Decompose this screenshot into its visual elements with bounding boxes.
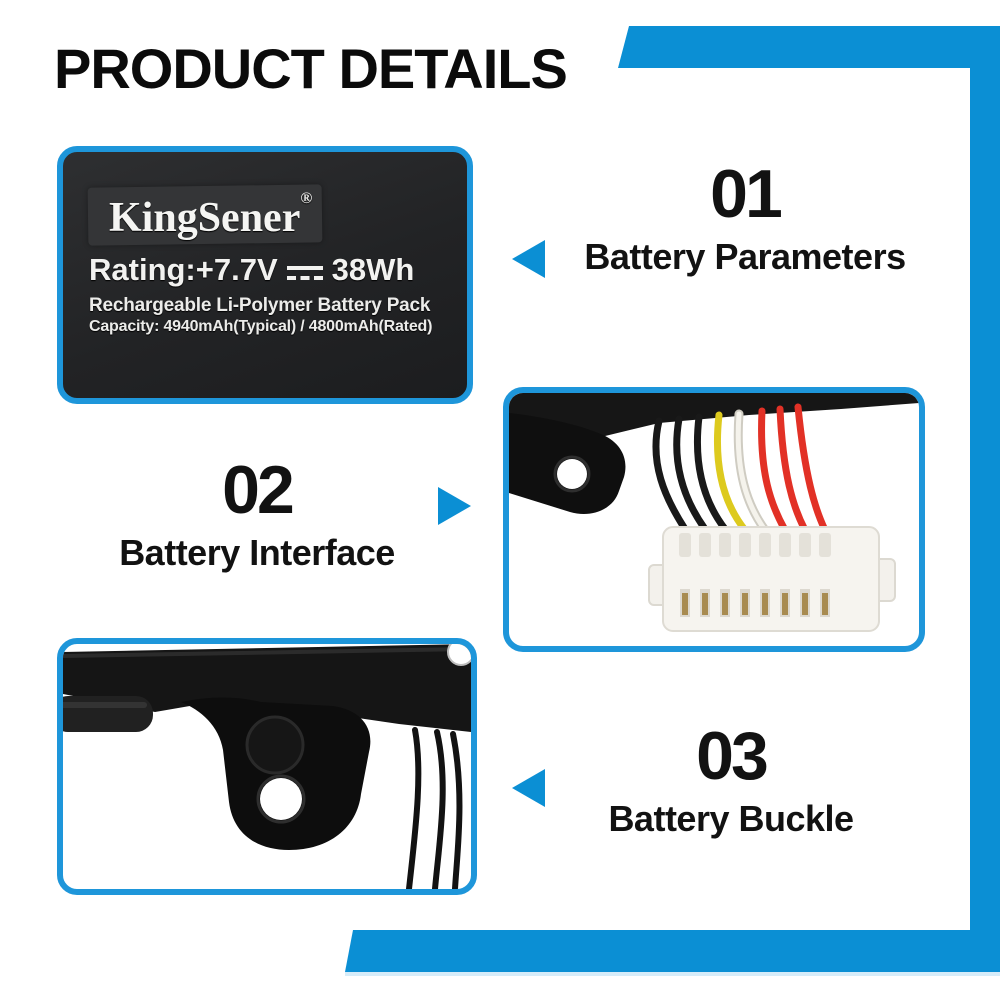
connector-wire-slots <box>679 533 831 557</box>
rating-line: Rating:+7.7V 38Wh <box>89 252 414 288</box>
brand-name: KingSener <box>109 195 301 241</box>
black-wire <box>652 417 689 533</box>
red-wire <box>776 405 809 534</box>
black-wire <box>432 729 446 889</box>
battery-edge-shape <box>63 644 471 732</box>
section-number: 03 <box>696 718 769 794</box>
rating-energy-text: 38Wh <box>331 252 415 287</box>
arrow-left-icon <box>512 240 545 278</box>
ribbon-bottom-bar <box>345 930 1000 972</box>
red-wire <box>758 407 789 534</box>
battery-mounting-buckle-photo <box>57 638 477 895</box>
section-battery-interface: 02 Battery Interface <box>92 456 422 574</box>
section-label: Battery Parameters <box>584 236 906 277</box>
black-wire <box>406 727 422 889</box>
connector-body <box>648 526 896 632</box>
ribbon-right-bar <box>970 60 1000 972</box>
connector-gold-pins <box>682 593 828 615</box>
direct-current-icon <box>286 266 323 280</box>
dc-solid-bar <box>286 266 323 270</box>
section-number: 02 <box>222 452 295 528</box>
section-label: Battery Buckle <box>608 798 854 839</box>
yellow-wire <box>713 411 749 534</box>
ribbon-top-bar <box>618 26 1000 68</box>
rating-voltage-text: Rating:+7.7V <box>89 252 278 287</box>
battery-connector-wires-photo <box>503 387 925 652</box>
arrow-left-icon <box>512 769 545 807</box>
dc-dashed-bar <box>286 276 323 280</box>
page-title: PRODUCT DETAILS <box>54 37 568 100</box>
section-label: Battery Interface <box>119 532 395 573</box>
section-battery-buckle: 03 Battery Buckle <box>550 722 912 840</box>
connector-illustration <box>509 393 919 632</box>
registered-trademark-icon: ® <box>300 190 313 207</box>
section-number: 01 <box>710 156 783 232</box>
wire-bundle <box>406 727 463 889</box>
arrow-right-icon <box>438 487 471 525</box>
buckle-tab-shape <box>181 697 371 850</box>
wire-bundle <box>652 403 829 535</box>
brand-logo: KingSener® <box>109 190 313 242</box>
black-wire <box>693 413 729 533</box>
battery-type-line: Rechargeable Li-Polymer Battery Pack <box>89 295 431 316</box>
black-wire <box>450 731 463 889</box>
red-wire <box>794 403 829 534</box>
battery-rating-label-photo: KingSener® Rating:+7.7V 38Wh Rechargeabl… <box>57 146 473 404</box>
black-wire <box>673 415 709 533</box>
ribbon-bottom-highlight <box>345 972 1000 976</box>
white-wire <box>735 411 768 533</box>
battery-capacity-line: Capacity: 4940mAh(Typical) / 4800mAh(Rat… <box>89 318 433 335</box>
section-battery-parameters: 01 Battery Parameters <box>555 160 935 278</box>
battery-edge-shape <box>509 393 919 514</box>
buckle-illustration <box>63 644 471 889</box>
